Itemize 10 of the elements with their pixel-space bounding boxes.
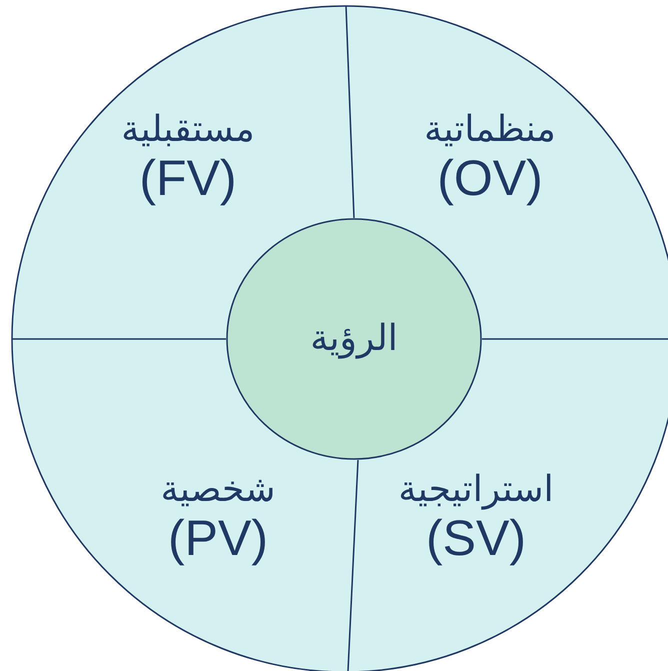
abbreviation-text: (FV) [139,151,237,206]
label-text: منظماتية [424,108,556,152]
label-text: الرؤية [310,317,398,361]
label-text: مستقبلية [121,108,255,152]
abbreviation-text: (SV) [426,511,526,566]
label-text: شخصية [160,468,276,512]
abbreviation-text: (OV) [437,151,543,206]
label-text: استراتيجية [398,468,554,512]
center-circle [226,218,482,460]
abbreviation-text: (PV) [168,511,268,566]
